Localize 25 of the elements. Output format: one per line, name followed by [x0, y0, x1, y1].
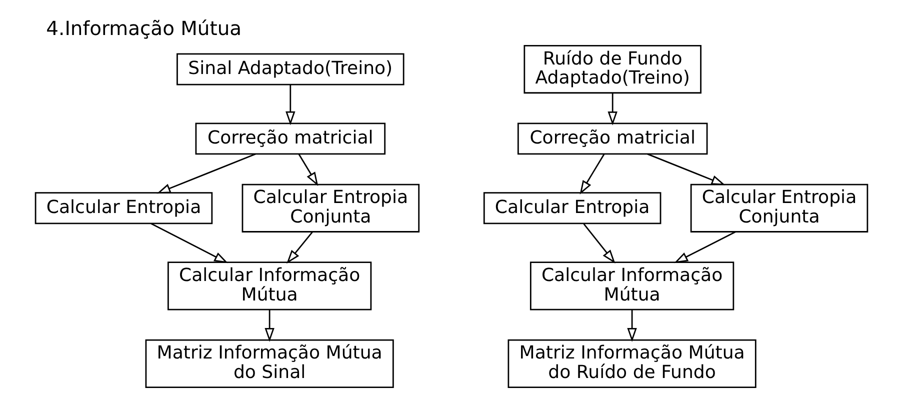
- arrow: [608, 93, 618, 126]
- arrow: [286, 84, 296, 126]
- node-box: Calcular Entropia: [483, 192, 662, 224]
- node-box: Calcular Informação Mútua: [168, 262, 372, 310]
- node-box: Ruído de Fundo Adaptado(Treino): [524, 44, 702, 94]
- arrow: [647, 153, 726, 186]
- arrow: [580, 154, 605, 194]
- node-box: Calcular Entropia: [34, 192, 213, 224]
- arrow: [156, 153, 256, 194]
- node-box: Calcular Entropia Conjunta: [690, 184, 868, 232]
- node-box: Correção matricial: [517, 122, 708, 155]
- node-box: Correção matricial: [195, 122, 386, 155]
- arrow: [286, 232, 313, 264]
- node-box: Sinal Adaptado(Treino): [176, 53, 404, 86]
- arrow: [627, 310, 637, 342]
- arrow: [150, 223, 228, 264]
- arrow: [264, 310, 274, 342]
- node-box: Calcular Informação Mútua: [530, 262, 734, 310]
- arrow: [583, 224, 616, 264]
- diagram-title: 4.Informação Mútua: [46, 16, 242, 40]
- node-box: Calcular Entropia Conjunta: [242, 184, 420, 232]
- node-box: Matriz Informação Mútua do Ruído de Fundo: [508, 339, 756, 388]
- arrow: [298, 154, 318, 186]
- node-box: Matriz Informação Mútua do Sinal: [145, 339, 394, 388]
- arrow: [674, 231, 736, 264]
